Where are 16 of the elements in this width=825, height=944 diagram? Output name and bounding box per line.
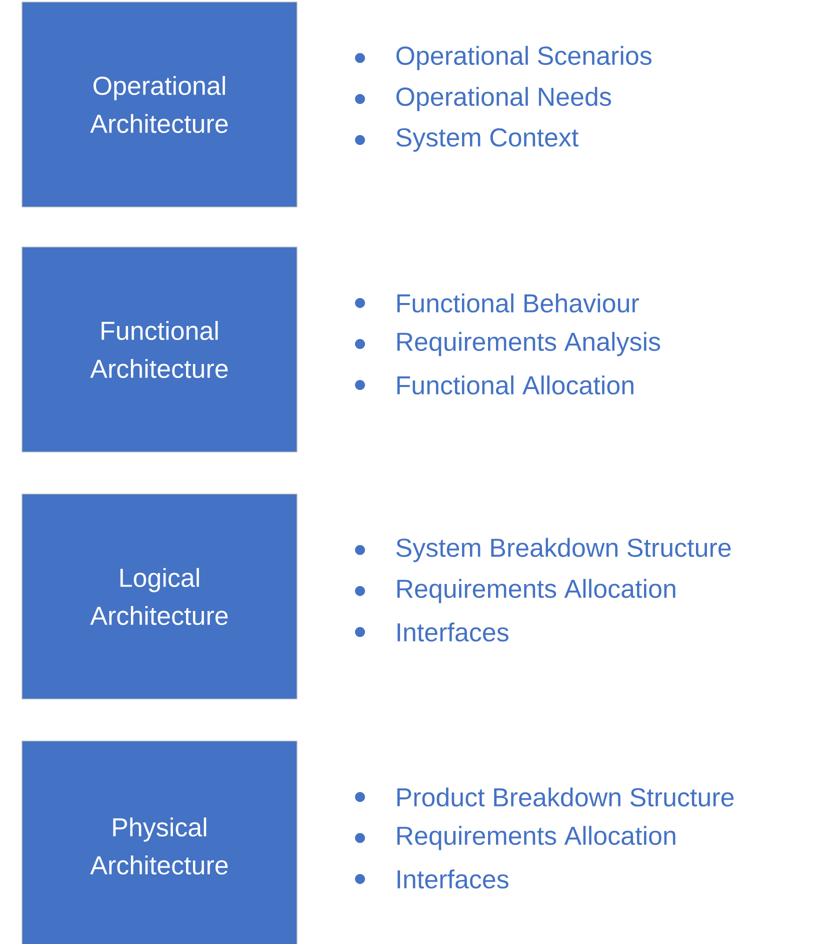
architecture-box: Physical Architecture bbox=[22, 740, 298, 944]
list-item: Functional Allocation bbox=[397, 375, 634, 395]
list-item: Interfaces bbox=[398, 869, 508, 889]
architecture-box: Functional Architecture bbox=[22, 246, 298, 452]
list-item: Operational Scenarios bbox=[396, 46, 652, 70]
architecture-box: Logical Architecture bbox=[22, 494, 298, 700]
list-item: Requirements Allocation bbox=[397, 826, 676, 850]
list-item: Operational Needs bbox=[396, 86, 611, 112]
list-item: Interfaces bbox=[398, 622, 508, 642]
list-item: Requirements Analysis bbox=[397, 332, 660, 356]
list-item: Requirements Allocation bbox=[397, 578, 676, 604]
list-item: Product Breakdown Structure bbox=[397, 787, 734, 807]
list-item: System Context bbox=[396, 128, 578, 152]
list-item: Functional Behaviour bbox=[397, 293, 639, 313]
list-item: System Breakdown Structure bbox=[396, 538, 731, 562]
architecture-box: Operational Architecture bbox=[22, 2, 298, 208]
